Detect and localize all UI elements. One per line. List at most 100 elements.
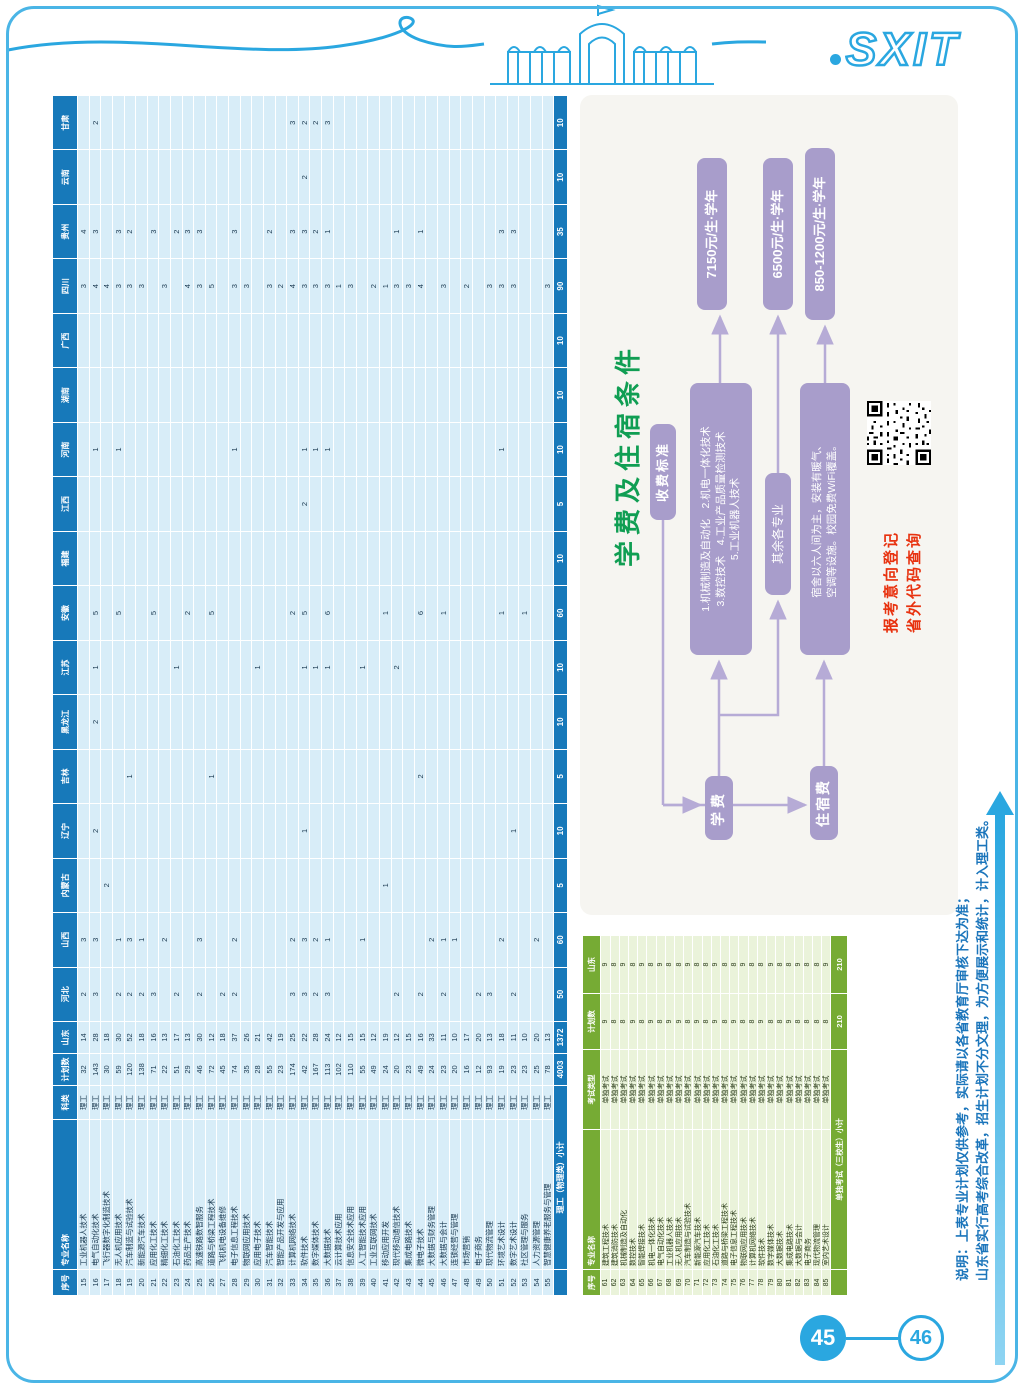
province-cell [356,258,369,313]
province-cell [136,585,148,640]
province-cell [438,694,450,749]
province-cell: 3 [403,258,415,313]
province-cell [124,367,137,422]
province-cell [507,639,520,695]
subtotal-shandong: 1372 [554,1021,568,1053]
province-cell [217,258,230,313]
province-cell [136,149,148,204]
tuition-majors-line: 1.机械制造及自动化 2.机电一体化技术 [699,426,712,612]
row-plan: 9 [693,993,703,1049]
row-shandong: 30 [113,1021,125,1053]
province-cell [507,530,520,586]
province-cell [263,95,276,150]
row-exam: 单独考试 [693,1049,703,1129]
province-cell [542,694,555,749]
province-cell [403,203,415,259]
row-exam: 单独考试 [776,1049,786,1129]
row-shandong: 8 [702,935,712,993]
row-shandong: 17 [171,1021,183,1053]
subtotal-shandong: 210 [831,935,849,993]
row-category: 理工 [298,1085,311,1119]
province-cell [472,912,485,967]
qr-caption-code-lookup: 省外代码查询 [906,530,923,633]
subtotal-province-cell: 10 [554,367,568,422]
province-cell: 1 [298,639,311,695]
col-header-plan: 计划数 [53,1053,79,1085]
province-cell [252,95,264,150]
row-major: 工业互联网技术 [368,1119,381,1269]
province-cell [472,312,485,368]
province-cell [171,748,183,804]
row-shandong: 18 [496,1021,508,1053]
province-cell [182,912,195,967]
province-cell [414,95,427,150]
province-cell: 1 [113,421,125,477]
row-no: 25 [194,1269,206,1295]
fees-section: 学费及住宿条件 收费标准 学费 1.机械制造及自动化 2.机电一体化技术 3.数… [580,95,958,915]
row-no: 34 [298,1269,311,1295]
province-cell [368,912,381,967]
row-category: 理工 [403,1085,415,1119]
province-cell: 2 [171,966,183,1021]
row-plan: 8 [739,993,749,1049]
province-cell [113,857,125,913]
province-cell: 2 [496,912,508,967]
province-cell: 5 [113,585,125,640]
row-plan: 32 [78,1053,90,1085]
province-cell [298,748,311,804]
col-header-plan: 计划数 [583,993,602,1049]
province-cell [194,312,206,368]
row-shandong: 37 [229,1021,241,1053]
row-exam: 单独考试 [619,1049,629,1129]
row-plan: 72 [205,1053,218,1085]
province-cell [252,966,264,1021]
province-cell [496,694,508,749]
province-cell: 2 [287,912,299,967]
province-cell [461,149,473,204]
province-cell: 3 [321,966,334,1021]
province-cell [194,421,206,477]
province-cell: 3 [542,258,555,313]
province-cell [472,203,485,259]
province-cell [496,367,508,422]
province-cell [159,421,172,477]
row-category: 理工 [310,1085,322,1119]
row-shandong: 20 [472,1021,485,1053]
province-cell [542,95,555,150]
province-cell [530,966,543,1021]
province-cell [240,912,253,967]
row-plan: 28 [252,1053,264,1085]
province-cell: 2 [89,803,102,858]
row-major: 大数据技术 [776,1129,786,1269]
province-cell: 3 [321,95,334,150]
province-cell [252,803,264,858]
logo-dot-icon [829,54,841,65]
province-cell [391,312,404,368]
province-cell [449,258,462,313]
province-cell [426,585,439,640]
province-cell: 3 [229,258,241,313]
province-cell [530,95,543,150]
page-number-indicator: 45 46 [800,1315,944,1361]
province-cell [345,639,357,695]
province-cell [507,421,520,477]
province-cell [519,748,531,804]
province-cell: 2 [391,966,404,1021]
row-category: 理工 [542,1085,555,1119]
province-cell [345,748,357,804]
province-cell [472,803,485,858]
province-cell [229,803,241,858]
province-cell [182,312,195,368]
row-category: 理工 [461,1085,473,1119]
province-cell [78,639,90,695]
province-cell: 3 [147,966,160,1021]
province-cell [426,639,439,695]
province-cell: 3 [345,258,357,313]
row-exam: 单独考试 [739,1049,749,1129]
province-cell: 3 [113,258,125,313]
row-no: 76 [739,1269,749,1295]
